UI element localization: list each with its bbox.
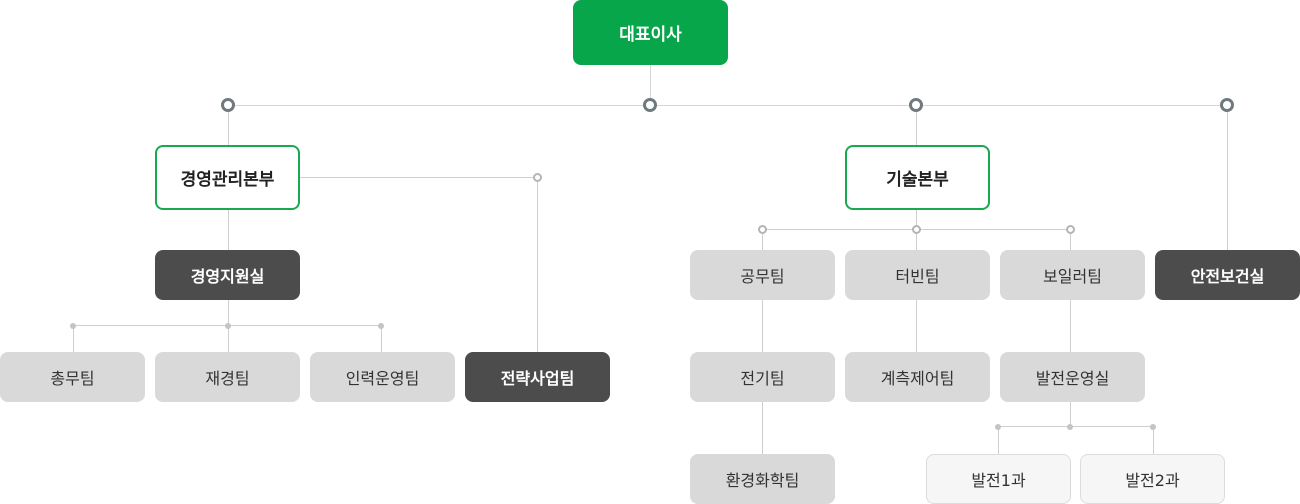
connector-boiler-down xyxy=(1070,298,1071,353)
node-power-operation-office: 발전운영실 xyxy=(1000,352,1145,402)
connector-section1-up xyxy=(998,427,999,455)
node-management-division: 경영관리본부 xyxy=(155,145,300,210)
node-general-affairs-team: 총무팀 xyxy=(0,352,145,402)
junction-dot-mgmt xyxy=(221,98,235,112)
connector-mgmt-right xyxy=(299,177,538,178)
node-strategic-business-team: 전략사업팀 xyxy=(465,352,610,402)
node-boiler-team: 보일러팀 xyxy=(1000,250,1145,300)
connector-construction-up xyxy=(762,230,763,251)
connector-support-down xyxy=(228,298,229,326)
node-construction-team: 공무팀 xyxy=(690,250,835,300)
junction-dot-strategy xyxy=(533,173,542,182)
connector-operation-bar xyxy=(998,426,1154,427)
connector-operation-down xyxy=(1070,400,1071,427)
connector-tech-down xyxy=(916,208,917,230)
node-hr-operation-team: 인력운영팀 xyxy=(310,352,455,402)
connector-root-down xyxy=(650,64,651,106)
connector-general-up xyxy=(73,326,74,353)
junction-dot-tech xyxy=(909,98,923,112)
junction-dot-construction xyxy=(758,225,767,234)
junction-point-hr xyxy=(378,323,384,329)
node-instrumentation-control-team: 계측제어팀 xyxy=(845,352,990,402)
junction-dot-boiler xyxy=(1066,225,1075,234)
junction-dot-safety xyxy=(1220,98,1234,112)
junction-point-operation xyxy=(1067,424,1073,430)
node-turbine-team: 터빈팀 xyxy=(845,250,990,300)
connector-finance-up xyxy=(228,326,229,353)
connector-boiler-up xyxy=(1070,230,1071,251)
connector-tech-up xyxy=(916,106,917,146)
connector-turbine-up xyxy=(916,230,917,251)
connector-mgmt-down xyxy=(228,208,229,251)
junction-point-section2 xyxy=(1150,424,1156,430)
junction-dot-turbine xyxy=(912,225,921,234)
node-safety-health-office: 안전보건실 xyxy=(1155,250,1300,300)
junction-point-section1 xyxy=(995,424,1001,430)
connector-strategy-down xyxy=(537,177,538,353)
node-management-support-office: 경영지원실 xyxy=(155,250,300,300)
connector-section2-up xyxy=(1153,427,1154,455)
node-technical-division: 기술본부 xyxy=(845,145,990,210)
connector-mgmt-up xyxy=(228,106,229,146)
node-power-section-2: 발전2과 xyxy=(1080,454,1225,504)
junction-point-finance xyxy=(225,323,231,329)
node-finance-team: 재경팀 xyxy=(155,352,300,402)
junction-point-general xyxy=(70,323,76,329)
connector-turbine-down xyxy=(916,298,917,353)
connector-safety-down xyxy=(1227,106,1228,251)
node-ceo: 대표이사 xyxy=(573,0,728,65)
connector-hr-up xyxy=(381,326,382,353)
node-power-section-1: 발전1과 xyxy=(926,454,1071,504)
connector-top-bar xyxy=(229,105,1228,106)
junction-dot-root xyxy=(643,98,657,112)
node-electrical-team: 전기팀 xyxy=(690,352,835,402)
node-environmental-chemistry-team: 환경화학팀 xyxy=(690,454,835,504)
